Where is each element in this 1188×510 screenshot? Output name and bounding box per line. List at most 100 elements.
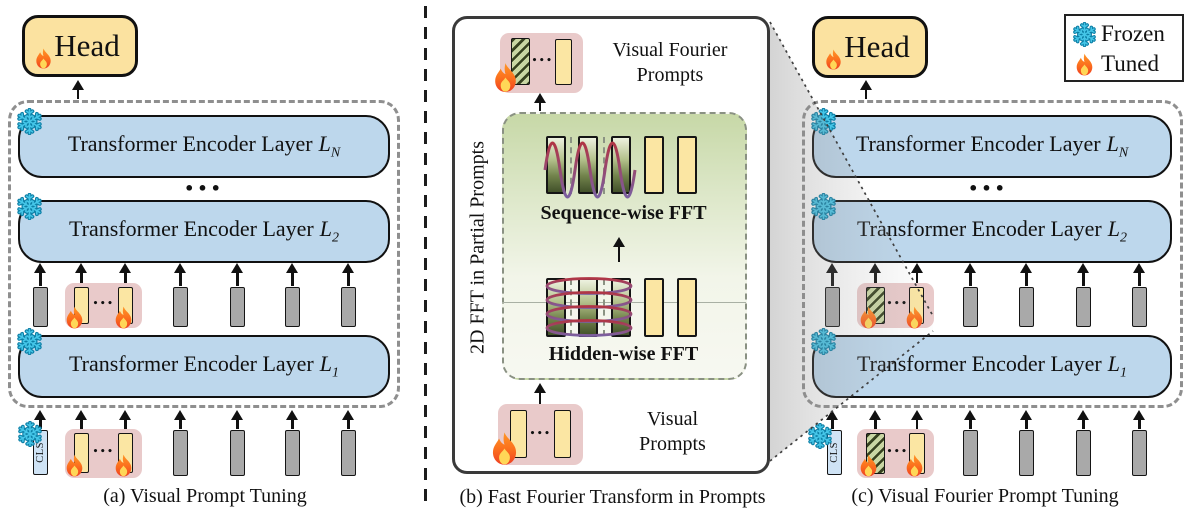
flow-arrow xyxy=(75,263,87,286)
fourier-prompt-token xyxy=(511,38,530,85)
flow-arrow xyxy=(911,410,922,429)
patch-token xyxy=(341,287,356,327)
prompt-token xyxy=(555,39,572,85)
flow-arrow xyxy=(613,237,624,262)
patch-token xyxy=(963,430,978,476)
flame-icon xyxy=(860,454,877,477)
flow-arrow xyxy=(1077,263,1089,286)
head-box: Head xyxy=(812,16,928,78)
patch-token xyxy=(963,287,978,327)
token-separator xyxy=(603,137,605,194)
panel-divider xyxy=(424,6,428,504)
flow-arrow xyxy=(75,410,87,429)
caption-c: (c) Visual Fourier Prompt Tuning xyxy=(851,485,1119,507)
flow-arrow xyxy=(964,263,976,286)
flow-arrow xyxy=(174,263,186,286)
sequence-fft-label: Sequence-wise FFT xyxy=(540,202,707,224)
patch-token xyxy=(230,430,245,476)
flow-arrow xyxy=(1133,410,1145,429)
flow-arrow xyxy=(231,263,243,286)
snowflake-icon xyxy=(16,193,43,220)
flow-arrow xyxy=(869,410,881,429)
layer-ellipsis: ••• xyxy=(184,179,224,198)
flow-arrow xyxy=(534,383,545,404)
flow-arrow xyxy=(34,263,46,286)
flame-icon xyxy=(66,306,83,329)
snowflake-icon xyxy=(807,423,833,449)
fft-token xyxy=(546,136,566,194)
side-label-2d-fft: 2D FFT in Partial Prompts xyxy=(466,141,489,355)
prompt-group: ••• xyxy=(65,283,142,329)
frozen-encoder-container xyxy=(8,100,400,408)
prompt-token xyxy=(677,278,697,337)
patch-token xyxy=(285,287,300,327)
patch-token xyxy=(1076,430,1091,476)
patch-token xyxy=(230,287,245,327)
caption-b: (b) Fast Fourier Transform in Prompts xyxy=(459,486,766,508)
flow-arrow xyxy=(119,263,131,286)
prompt-token xyxy=(554,410,571,458)
fft-token xyxy=(611,278,631,337)
flow-arrow xyxy=(342,263,354,286)
head-label: Head xyxy=(54,28,120,63)
token-separator xyxy=(570,279,572,336)
flow-arrow xyxy=(286,410,298,429)
flame-icon xyxy=(1076,53,1093,75)
fft-token xyxy=(578,278,598,337)
patch-token xyxy=(1076,287,1091,327)
token-separator xyxy=(603,279,605,336)
fourier-prompt-group: ••• xyxy=(495,33,583,93)
patch-token xyxy=(33,287,48,327)
patch-token xyxy=(1019,287,1034,327)
flame-icon xyxy=(36,48,51,69)
snowflake-icon xyxy=(16,108,43,135)
flame-icon xyxy=(906,454,923,477)
legend: Frozen Tuned xyxy=(1064,14,1184,82)
flow-arrow xyxy=(286,263,298,286)
flame-icon xyxy=(492,432,517,465)
flow-arrow xyxy=(342,410,354,429)
snowflake-icon xyxy=(1072,22,1097,47)
prompt-ellipsis: ••• xyxy=(92,299,115,309)
flame-icon xyxy=(860,306,877,329)
snowflake-icon xyxy=(810,328,837,355)
flow-arrow xyxy=(534,93,545,111)
layer-ellipsis: ••• xyxy=(968,179,1008,198)
flow-arrow xyxy=(964,410,976,429)
patch-token xyxy=(173,430,188,476)
flow-arrow xyxy=(1020,410,1032,429)
flame-icon xyxy=(115,454,132,477)
flow-arrow xyxy=(1020,263,1032,286)
head-box: Head xyxy=(22,15,138,77)
prompt-token xyxy=(644,278,664,337)
fft-token xyxy=(611,136,631,194)
legend-frozen-label: Frozen xyxy=(1101,21,1165,46)
head-label: Head xyxy=(844,29,910,64)
legend-tuned-label: Tuned xyxy=(1101,51,1159,76)
fft-token xyxy=(546,278,566,337)
snowflake-icon xyxy=(810,193,837,220)
legend-frozen-row: Frozen xyxy=(1072,19,1182,49)
fourier-prompt-group: ••• xyxy=(857,283,934,329)
arrow-to-head xyxy=(72,80,83,99)
flow-arrow xyxy=(1133,263,1145,286)
caption-a: (a) Visual Prompt Tuning xyxy=(103,485,307,507)
flame-icon xyxy=(906,306,923,329)
arrow-to-head xyxy=(860,80,871,99)
hidden-fft-label: Hidden-wise FFT xyxy=(548,343,699,365)
snowflake-icon xyxy=(810,108,837,135)
legend-tuned-row: Tuned xyxy=(1072,49,1182,79)
